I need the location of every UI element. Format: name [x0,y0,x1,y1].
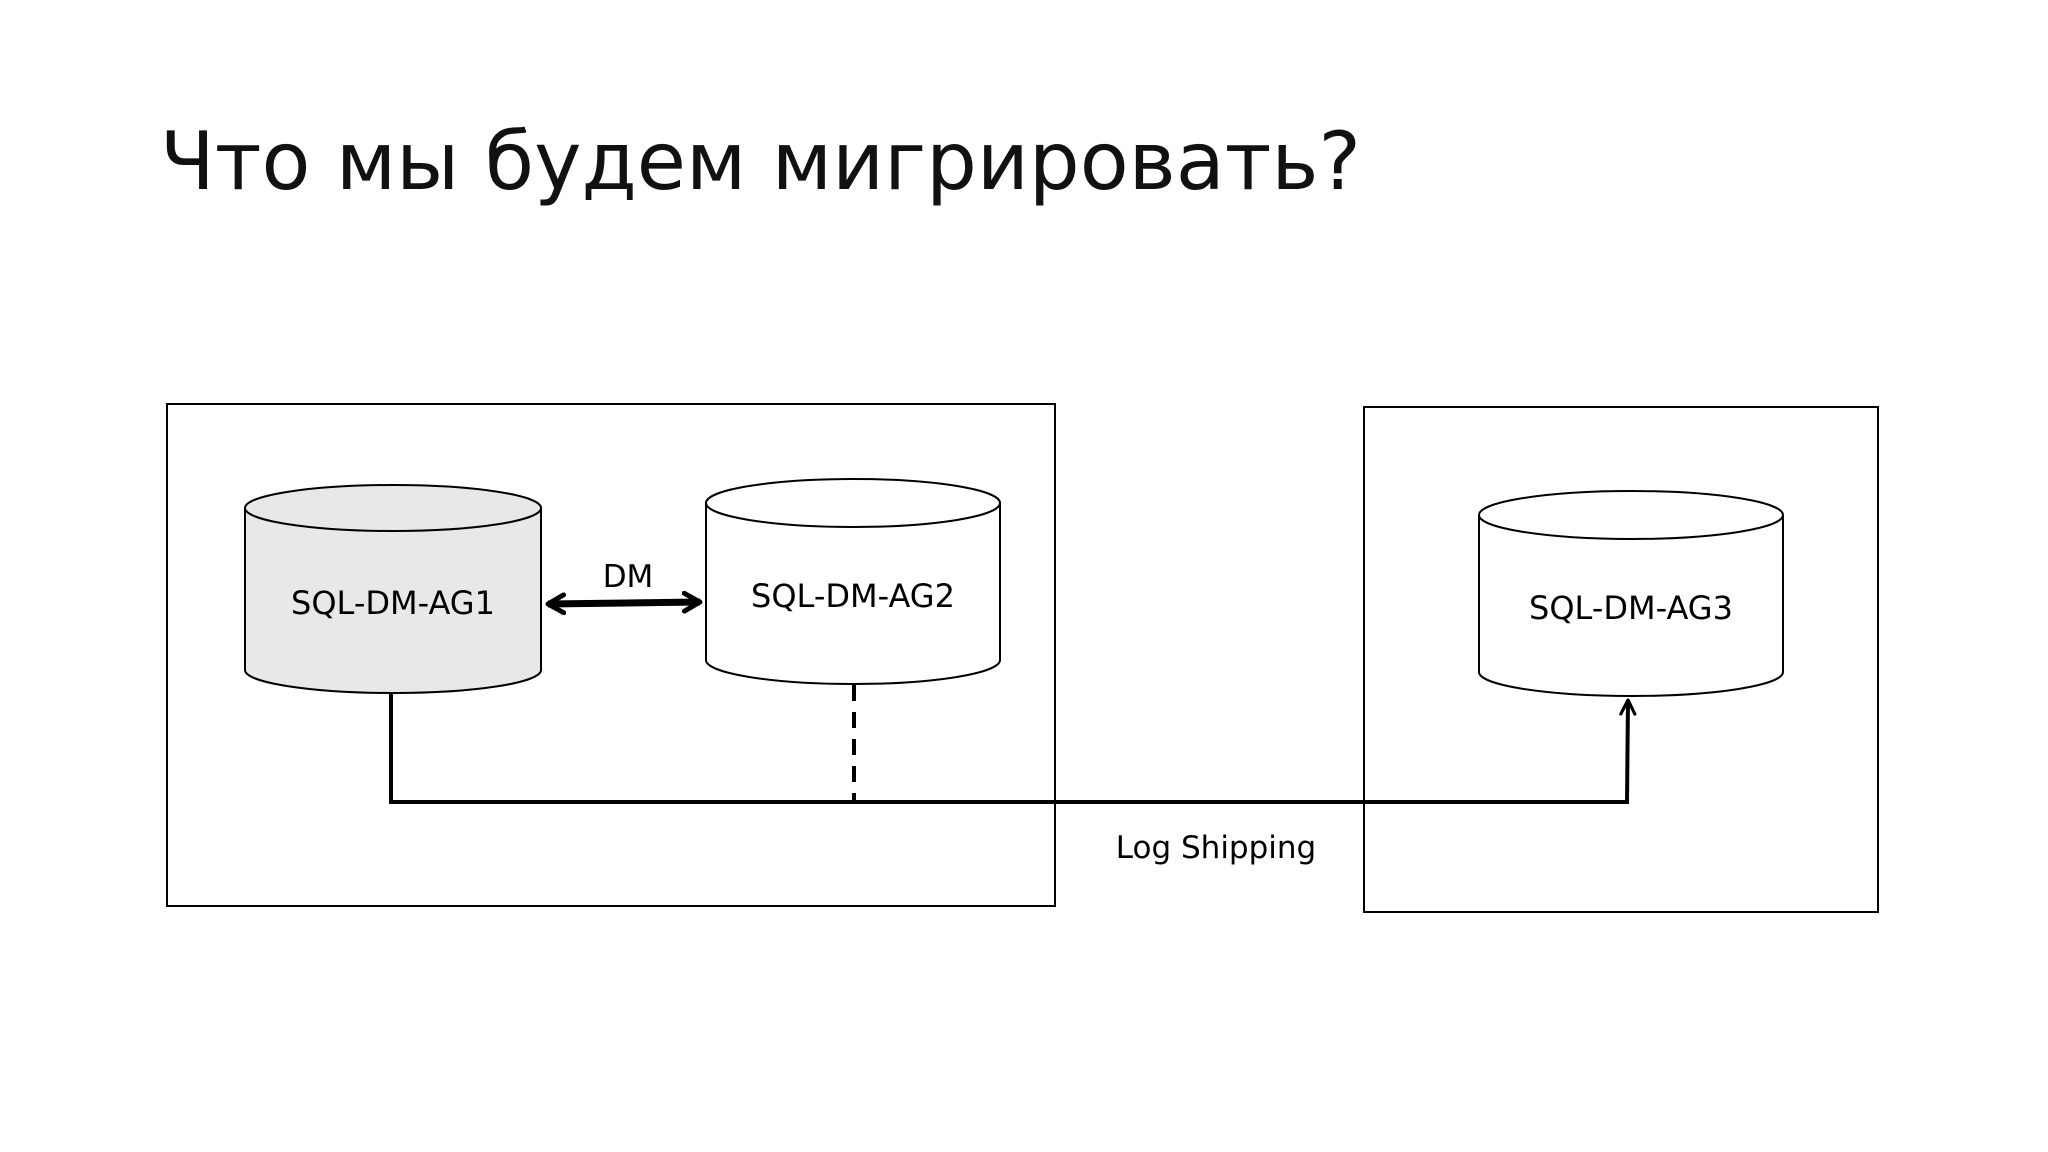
database-ag3-top [1478,490,1784,540]
database-ag3: SQL-DM-AG3 [1478,490,1784,697]
database-ag1-top [244,484,542,532]
database-ag1-label: SQL-DM-AG1 [291,584,495,622]
database-ag2-body [705,503,1001,685]
dm-bidirectional-arrow [548,602,700,604]
left-group-box [166,403,1056,907]
right-group-box [1363,406,1879,913]
log-shipping-connector [389,694,1637,804]
slide-title: Что мы будем мигрировать? [160,115,1362,208]
database-ag2: SQL-DM-AG2 [705,478,1001,685]
log-shipping-edge-label: Log Shipping [1116,830,1316,866]
database-ag1-body [244,508,542,694]
database-ag1: SQL-DM-AG1 [244,484,542,694]
database-ag3-body [1478,515,1784,697]
database-ag3-label: SQL-DM-AG3 [1529,589,1733,627]
database-ag2-label: SQL-DM-AG2 [751,577,955,615]
database-ag2-top [705,478,1001,528]
dm-edge-label: DM [603,559,654,595]
